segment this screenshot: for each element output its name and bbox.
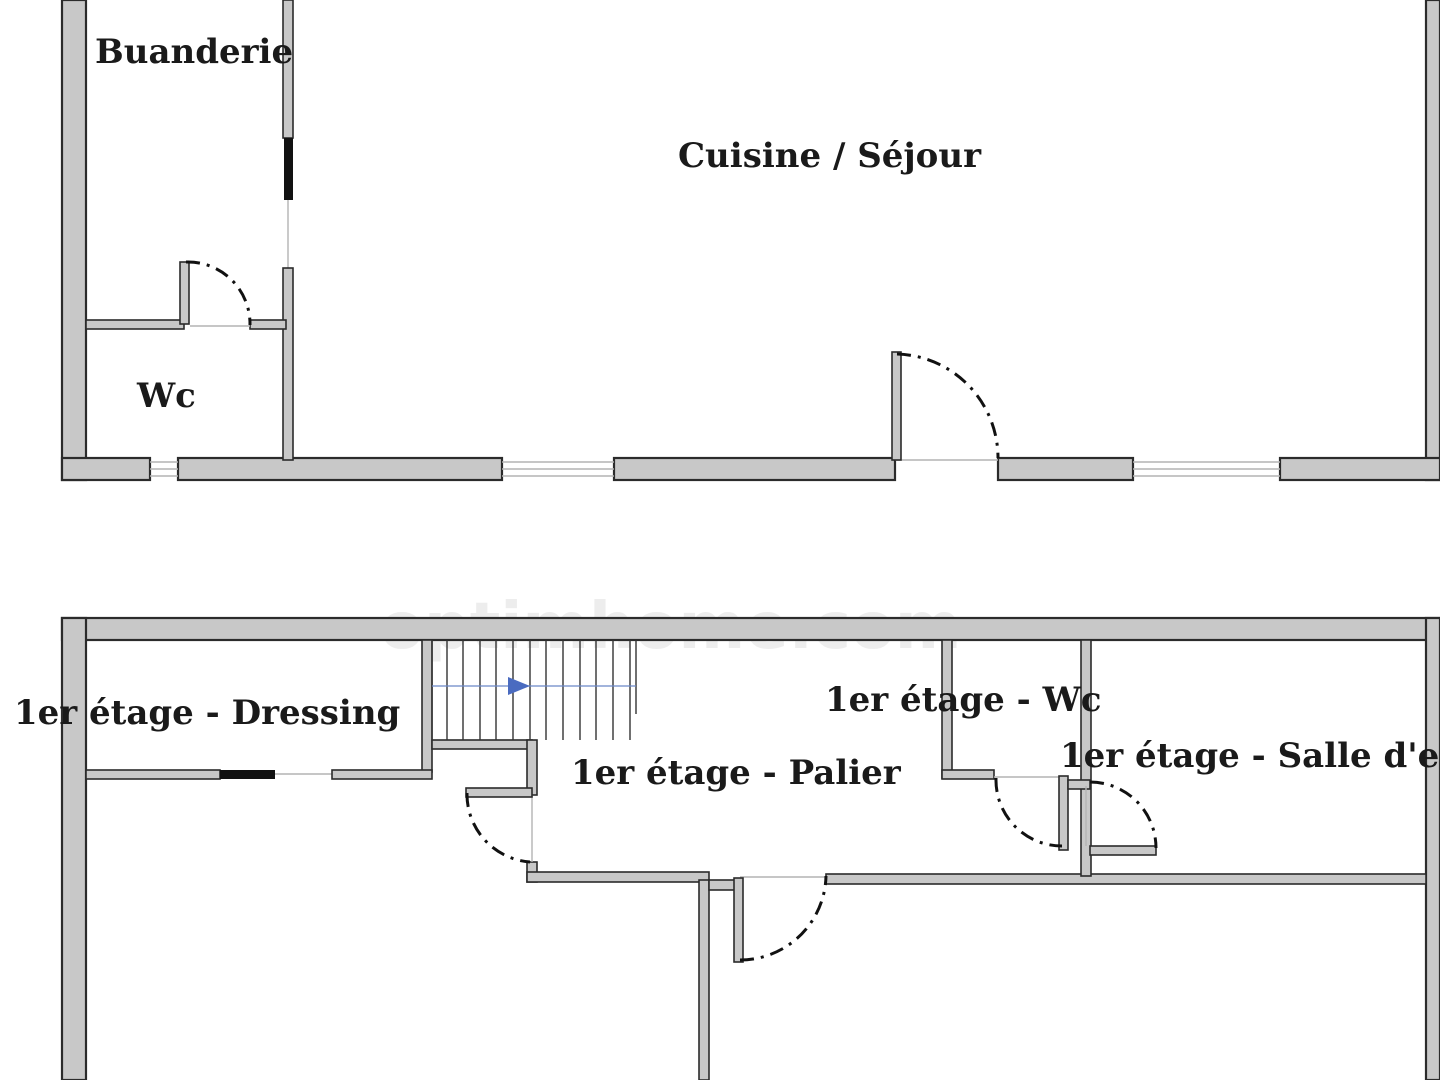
label-palier: 1er étage - Palier (571, 753, 902, 793)
label-dressing: 1er étage - Dressing (14, 693, 400, 733)
palier-bottom-wall-right (825, 873, 1427, 885)
first-floor: 1er étage - Dressing 1er étage - Palier … (14, 616, 1440, 1080)
partition-wc-left (85, 319, 185, 330)
bedroom-right-door-swing (739, 875, 828, 962)
dressing-right-wall (421, 639, 433, 773)
staircase (431, 640, 637, 740)
salle-eau-door-leaf (1089, 845, 1157, 856)
wc-etage-door-swing (994, 777, 1063, 848)
partition-buanderie-lower (282, 267, 294, 461)
dressing-sliding-door (220, 770, 275, 779)
stair-direction-arrow-icon (508, 677, 530, 695)
wc-door-swing (185, 260, 252, 326)
outer-wall-right (1424, 0, 1440, 482)
window-bottom-2 (502, 461, 614, 477)
bedroom-left-door-swing (465, 792, 531, 864)
wc-etage-bottom-wall (941, 769, 995, 780)
salle-eau-bottom-wall-left (1067, 779, 1091, 790)
entry-door-swing (896, 352, 1000, 459)
outer-wall-left (60, 0, 88, 482)
ground-floor: Buanderie Cuisine / Séjour Wc (60, 0, 1440, 482)
palier-left-wall-upper (526, 739, 538, 796)
partition-wc-right (249, 319, 287, 330)
stair-bottom-wall (431, 739, 533, 750)
bottom-wall-segment-3 (612, 456, 897, 482)
outer-wall-left-upper (60, 616, 88, 1080)
label-wc-etage: 1er étage - Wc (825, 680, 1101, 720)
bottom-wall-segment-4 (996, 456, 1135, 482)
wc-door-leaf (179, 261, 190, 325)
outer-wall-right-upper (1424, 616, 1440, 1080)
dressing-bottom-wall-right (331, 769, 433, 780)
window-bottom-1 (150, 461, 178, 477)
label-buanderie: Buanderie (95, 32, 293, 72)
wc-etage-door-leaf (1058, 775, 1069, 851)
bottom-wall-segment-1 (60, 456, 152, 482)
bottom-wall-segment-5 (1278, 456, 1440, 482)
label-wc: Wc (136, 376, 196, 416)
window-bottom-3 (1133, 461, 1280, 477)
bedroom-right-door-leaf (733, 877, 744, 963)
label-salle-eau: 1er étage - Salle d'eau (1060, 736, 1440, 776)
dressing-bottom-wall-left (85, 769, 221, 780)
bedroom-left-door-leaf (465, 787, 533, 798)
bottom-wall-segment-2 (176, 456, 504, 482)
sliding-door (284, 138, 293, 200)
outer-wall-top (60, 616, 1440, 642)
bedroom-partition (698, 879, 710, 1080)
palier-bottom-wall-left (526, 871, 710, 883)
wc-etage-right-wall (1080, 639, 1092, 877)
salle-eau-door-swing (1089, 780, 1158, 849)
entry-door-leaf (891, 351, 902, 461)
label-cuisine-sejour: Cuisine / Séjour (678, 136, 982, 176)
